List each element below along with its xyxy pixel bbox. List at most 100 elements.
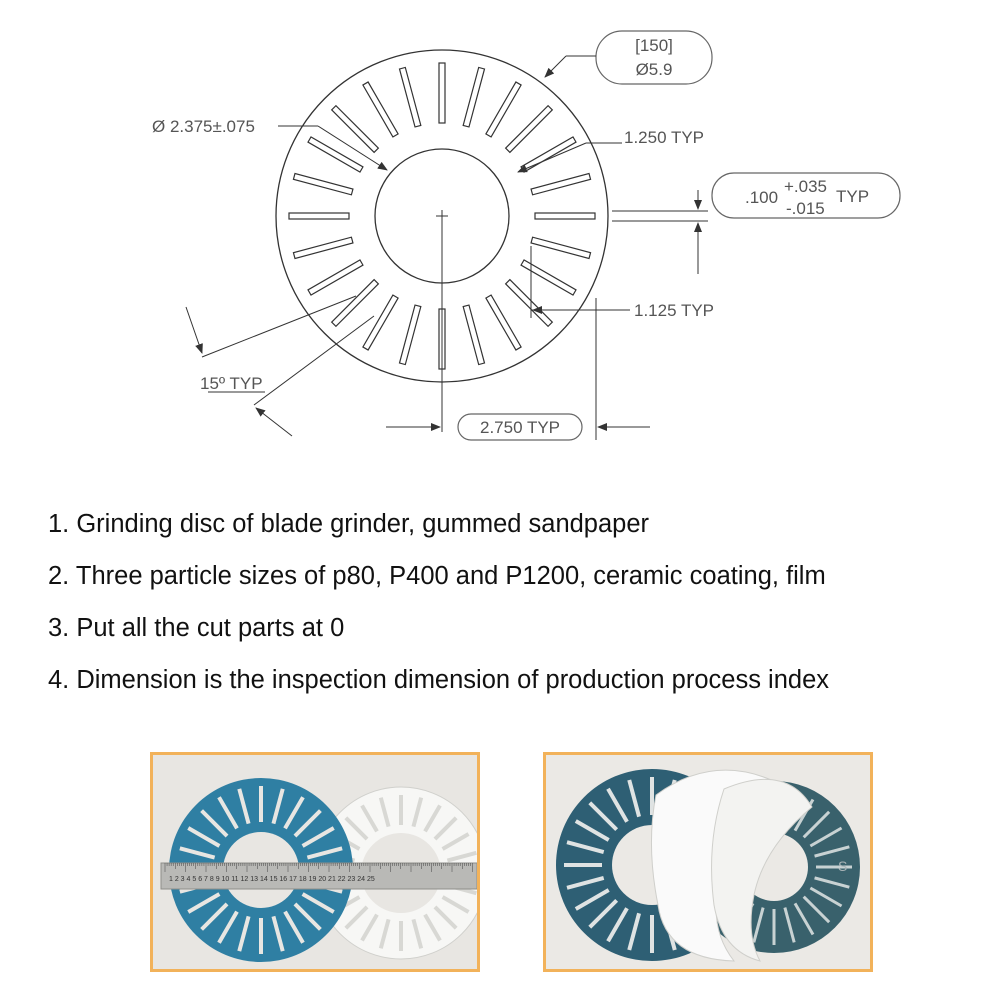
- disc-slot: [344, 905, 369, 930]
- callout-qty: [150]: [635, 36, 673, 55]
- disc-slot: [814, 876, 850, 889]
- disc-slot: [606, 787, 629, 823]
- disc-slot: [574, 888, 610, 911]
- disc-slot: [293, 902, 322, 931]
- outer-offset-label: 2.750 TYP: [480, 418, 560, 437]
- disc-slot: [283, 910, 305, 944]
- disc-slot: [814, 845, 850, 858]
- disc-slot: [441, 895, 470, 914]
- slot: [330, 278, 380, 328]
- disc-slot: [752, 907, 765, 943]
- callout-bubble: [595, 30, 713, 85]
- disc-slot: [283, 796, 305, 830]
- disc-slot: [783, 907, 796, 943]
- disc-slot: [200, 809, 229, 838]
- slot: [462, 304, 486, 366]
- slot: [485, 294, 522, 351]
- disc-slot: [588, 898, 619, 929]
- callout-hole: Ø5.9: [636, 60, 673, 79]
- disc-slot: [360, 913, 379, 942]
- disc-slot: [446, 850, 477, 863]
- slot: [292, 236, 354, 260]
- slot: [504, 278, 554, 328]
- disc-slot: [423, 913, 442, 942]
- note-item: 4. Dimension is the inspection dimension…: [48, 666, 830, 694]
- disc-slots: [288, 62, 596, 370]
- slot: [292, 172, 354, 196]
- slot: [534, 212, 596, 220]
- slot: [398, 66, 422, 128]
- slot: [307, 136, 364, 173]
- slot: [504, 104, 554, 154]
- disc-slot: [399, 795, 403, 825]
- photo-discs-with-ruler: 1 2 3 4 5 6 7 8 9 10 11 12 13 14 15 16 1…: [150, 752, 480, 972]
- disc-slot: [301, 826, 335, 848]
- note-item: 3. Put all the cut parts at 0: [48, 614, 345, 642]
- disc-slot: [293, 809, 322, 838]
- slot: [462, 66, 486, 128]
- slot: [438, 62, 446, 124]
- disc-slot: [378, 797, 391, 828]
- angle-arrow: [185, 306, 203, 354]
- angle-extension: [253, 315, 375, 406]
- disc-slot: [301, 892, 335, 914]
- slot: [330, 104, 380, 154]
- dim-bubble: [457, 413, 583, 441]
- disc-slot: [441, 832, 470, 851]
- slot: [288, 212, 350, 220]
- slot: [520, 259, 577, 296]
- leader-arrow: [517, 142, 587, 173]
- disc-slot: [793, 902, 815, 936]
- disc-slot: [566, 876, 605, 890]
- technical-drawing: [150] Ø5.9 Ø 2.375±.075 1.250 TYP .100 +…: [152, 30, 901, 441]
- photo-discs-peeled: S: [543, 752, 873, 972]
- disc-slot: [802, 810, 831, 839]
- note-item: 2. Three particle sizes of p80, P400 and…: [48, 562, 826, 590]
- disc-slot: [433, 905, 458, 930]
- paper-print: S: [838, 858, 847, 874]
- note-item: 1. Grinding disc of blade grinder, gumme…: [48, 510, 650, 538]
- disc-slot: [217, 796, 239, 830]
- notes-list: 1. Grinding disc of blade grinder, gumme…: [48, 498, 988, 706]
- slot-width-plus: +.035: [784, 177, 827, 196]
- slot: [362, 294, 399, 351]
- ruler-marks: 1 2 3 4 5 6 7 8 9 10 11 12 13 14 15 16 1…: [169, 876, 375, 883]
- disc-slot: [802, 895, 831, 924]
- disc-slot: [772, 909, 776, 945]
- disc-slot: [809, 826, 843, 848]
- disc-slot: [411, 797, 424, 828]
- disc-slot: [259, 918, 263, 954]
- disc-slot: [378, 918, 391, 949]
- disc-slot: [179, 846, 216, 860]
- inner-offset-label: 1.125 TYP: [634, 301, 714, 320]
- leader-arrow: [317, 125, 388, 171]
- disc-slot: [588, 801, 619, 832]
- disc-slot: [423, 804, 442, 833]
- slot-width-typ: TYP: [836, 187, 869, 206]
- slot: [307, 259, 364, 296]
- disc-slot: [360, 804, 379, 833]
- angle-arrow: [255, 407, 293, 437]
- disc-slot: [200, 902, 229, 931]
- disc-slot: [816, 865, 852, 869]
- slot: [398, 304, 422, 366]
- disc-slot: [627, 912, 641, 951]
- disc-slot: [187, 826, 221, 848]
- disc-slot: [237, 788, 251, 825]
- disc-slot: [627, 779, 641, 818]
- disc-slot: [564, 863, 602, 867]
- leader-arrow: [544, 55, 567, 78]
- disc-slot: [306, 846, 343, 860]
- disc-slot: [237, 915, 251, 952]
- angle-label: 15º TYP: [200, 374, 263, 393]
- disc-slot: [399, 921, 403, 951]
- disc-slot: [271, 915, 285, 952]
- slot: [485, 81, 522, 138]
- disc-slot: [271, 788, 285, 825]
- angle-extension: [201, 295, 357, 358]
- slot-width-minus: -.015: [786, 199, 825, 218]
- slot-length-label: 1.250 TYP: [624, 128, 704, 147]
- disc-slot: [566, 840, 605, 854]
- peeled-paper-right: [711, 778, 813, 962]
- tolerance-bubble: [711, 172, 901, 219]
